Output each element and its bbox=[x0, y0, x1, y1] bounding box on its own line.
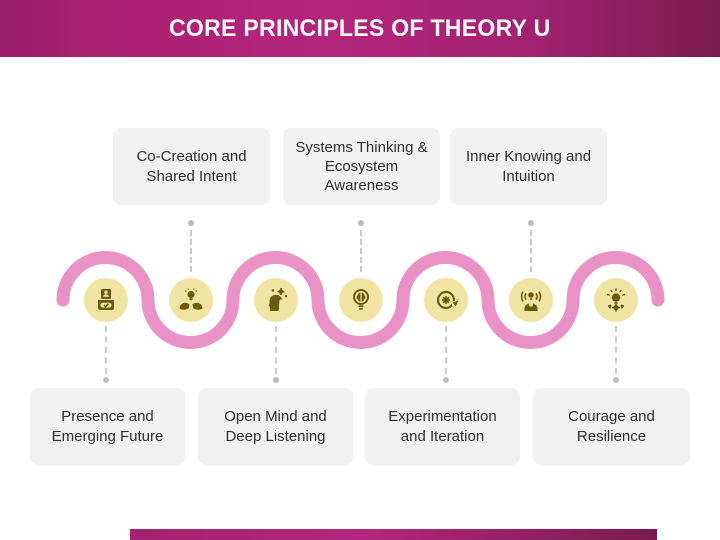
card-co-creation-label: Co-Creation and Shared Intent bbox=[136, 148, 247, 185]
connector-dot bbox=[527, 220, 534, 226]
card-presence: Presence and Emerging Future bbox=[30, 388, 185, 465]
iteration-cycle-icon bbox=[436, 290, 458, 310]
node-experimentation bbox=[423, 278, 468, 322]
card-co-creation: Co-Creation and Shared Intent bbox=[113, 128, 270, 205]
hands-holding-bulb-icon bbox=[179, 288, 202, 310]
intuition-broadcast-icon bbox=[520, 291, 541, 311]
connector-dot bbox=[357, 220, 364, 226]
card-experimentation: Experimentation and Iteration bbox=[365, 388, 520, 465]
node-open-mind bbox=[253, 278, 298, 322]
card-systems-thinking-label: Systems Thinking & Ecosystem Awareness bbox=[295, 138, 428, 195]
node-inner-knowing bbox=[508, 278, 553, 322]
courage-bulb-gear-icon bbox=[606, 288, 625, 312]
ballot-box-icon bbox=[97, 289, 114, 310]
connector-dot bbox=[102, 377, 109, 383]
connector-line bbox=[359, 230, 362, 272]
node-systems-thinking bbox=[338, 278, 383, 322]
header-banner: CORE PRINCIPLES OF THEORY U bbox=[0, 0, 720, 57]
card-inner-knowing: Inner Knowing and Intuition bbox=[450, 128, 607, 205]
connector-dot bbox=[442, 377, 449, 383]
connector-line bbox=[104, 326, 107, 374]
connector-dot bbox=[272, 377, 279, 383]
node-co-creation bbox=[168, 278, 213, 322]
brain-bulb-icon bbox=[352, 289, 369, 310]
connector-line bbox=[444, 326, 447, 374]
node-courage bbox=[593, 278, 638, 322]
connector-line bbox=[529, 230, 532, 272]
card-inner-knowing-label: Inner Knowing and Intuition bbox=[465, 148, 592, 185]
footer-accent-bar bbox=[130, 529, 657, 540]
card-open-mind-label: Open Mind and Deep Listening bbox=[224, 408, 327, 445]
connector-dot bbox=[187, 220, 194, 226]
connector-line bbox=[274, 326, 277, 374]
page-title: CORE PRINCIPLES OF THEORY U bbox=[169, 14, 551, 42]
connector-line bbox=[614, 326, 617, 374]
card-presence-label: Presence and Emerging Future bbox=[51, 408, 164, 445]
node-presence bbox=[83, 278, 128, 322]
card-systems-thinking: Systems Thinking & Ecosystem Awareness bbox=[283, 128, 440, 205]
connector-dot bbox=[612, 377, 619, 383]
wave-ribbon bbox=[56, 251, 665, 349]
card-courage: Courage and Resilience bbox=[533, 388, 690, 465]
open-mind-gears-icon bbox=[267, 288, 287, 311]
card-courage-label: Courage and Resilience bbox=[568, 408, 655, 445]
card-open-mind: Open Mind and Deep Listening bbox=[198, 388, 353, 465]
card-experimentation-label: Experimentation and Iteration bbox=[388, 408, 497, 445]
connector-line bbox=[189, 230, 192, 272]
